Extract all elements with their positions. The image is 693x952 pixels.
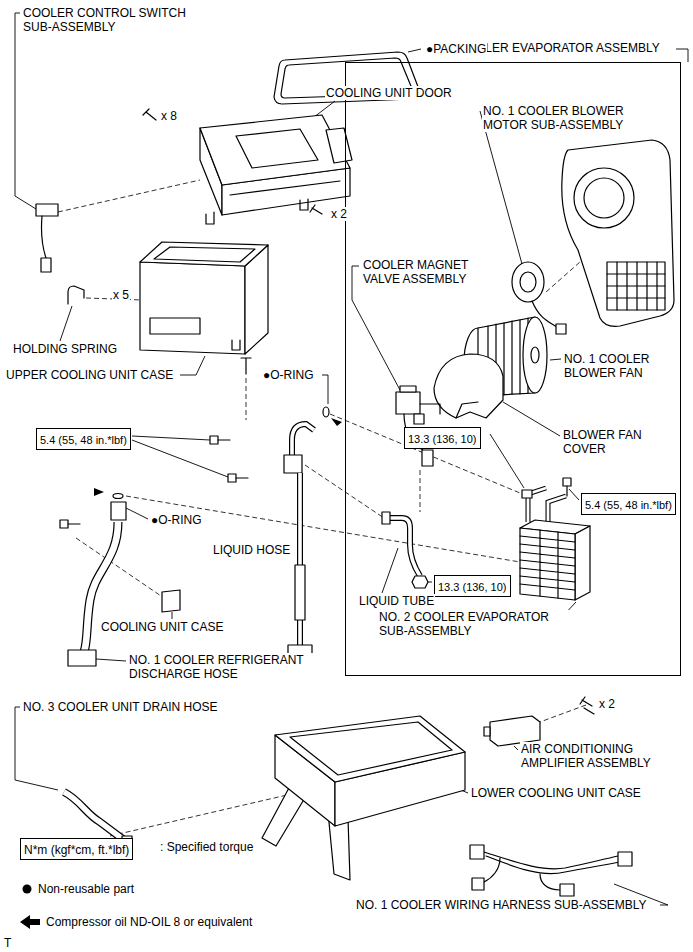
- blower-fan-cover: [434, 354, 503, 418]
- part-label: COOLER MAGNET VALVE ASSEMBLY: [362, 258, 489, 286]
- part-label: HOLDING SPRING: [12, 342, 118, 356]
- part-label: NO. 1 COOLER WIRING HARNESS SUB-ASSEMBLY: [355, 898, 648, 912]
- wiring-harness: [470, 845, 632, 896]
- leader-lines: [15, 13, 688, 905]
- torque-box: 13.3 (136, 10): [404, 427, 481, 449]
- legend-symbol: [20, 885, 40, 930]
- part-label: NO. 3 COOLER UNIT DRAIN HOSE: [22, 700, 218, 714]
- assembly-heading: COOLER EVAPORATOR ASSEMBLY: [457, 41, 661, 55]
- torque-value: 13.3 (136, 10): [438, 581, 507, 593]
- torque-value: N*m (kgf*cm, ft.*lbf): [24, 843, 129, 857]
- cooling-unit-case-bracket: [162, 590, 180, 612]
- lower-cooling-unit-case: [262, 716, 465, 880]
- part-label: LIQUID HOSE: [212, 543, 291, 557]
- magnet-valve: [396, 386, 440, 466]
- discharge-hose: [68, 488, 126, 666]
- part-label: ●O-RING: [150, 513, 203, 527]
- bolt: [60, 436, 571, 528]
- quantity-label: x 2: [330, 207, 348, 221]
- part-label: COOLER CONTROL SWITCH SUB-ASSEMBLY: [22, 6, 209, 34]
- quantity-label: x 5: [112, 288, 130, 302]
- quantity-label: x 2: [598, 697, 616, 711]
- part-label: NO. 1 COOLER BLOWER FAN: [563, 352, 675, 380]
- legend-sample-box: N*m (kgf*cm, ft.*lbf): [20, 838, 133, 860]
- torque-value: 5.4 (55, 48 in.*lbf): [40, 434, 127, 446]
- legend-text: Compressor oil ND-OIL 8 or equivalent: [46, 915, 252, 929]
- torque-value: 5.4 (55, 48 in.*lbf): [585, 499, 672, 511]
- part-label: NO. 1 COOLER BLOWER MOTOR SUB-ASSEMBLY: [482, 104, 659, 132]
- blower-housing: [562, 140, 674, 326]
- part-label: ●O-RING: [262, 368, 315, 382]
- torque-box: 13.3 (136, 10): [434, 575, 511, 597]
- torque-box: 5.4 (55, 48 in.*lbf): [36, 428, 131, 450]
- quantity-label: x 8: [160, 109, 178, 123]
- torque-box: 5.4 (55, 48 in.*lbf): [581, 493, 676, 515]
- part-label: T: [3, 936, 12, 950]
- part-label: COOLING UNIT CASE: [100, 620, 224, 634]
- evaporator: [520, 488, 590, 600]
- part-label: AIR CONDITIONING AMPLIFIER ASSEMBLY: [520, 742, 662, 770]
- part-label: BLOWER FAN COVER: [562, 428, 664, 456]
- part-label: LOWER COOLING UNIT CASE: [470, 786, 642, 800]
- part-label: COOLING UNIT DOOR: [325, 86, 453, 100]
- part-label: ●PACKING: [425, 42, 487, 56]
- legend-text: : Specified torque: [160, 840, 253, 854]
- holding-spring: [68, 286, 84, 304]
- part-label: LIQUID TUBE: [358, 594, 435, 608]
- part-label: NO. 2 COOLER EVAPORATOR SUB-ASSEMBLY: [378, 610, 575, 638]
- liquid-hose: [284, 407, 342, 657]
- upper-cooling-unit-case: [140, 242, 268, 374]
- assembly-lines: [58, 180, 586, 836]
- part-label: NO. 1 COOLER REFRIGERANT DISCHARGE HOSE: [128, 653, 325, 681]
- legend-text: Non-reusable part: [38, 882, 134, 896]
- cooling-unit-door: [200, 115, 352, 224]
- part-label: UPPER COOLING UNIT CASE: [5, 368, 174, 382]
- liquid-tube: [382, 512, 428, 588]
- cooler-control-switch: [36, 204, 58, 272]
- torque-value: 13.3 (136, 10): [408, 433, 477, 445]
